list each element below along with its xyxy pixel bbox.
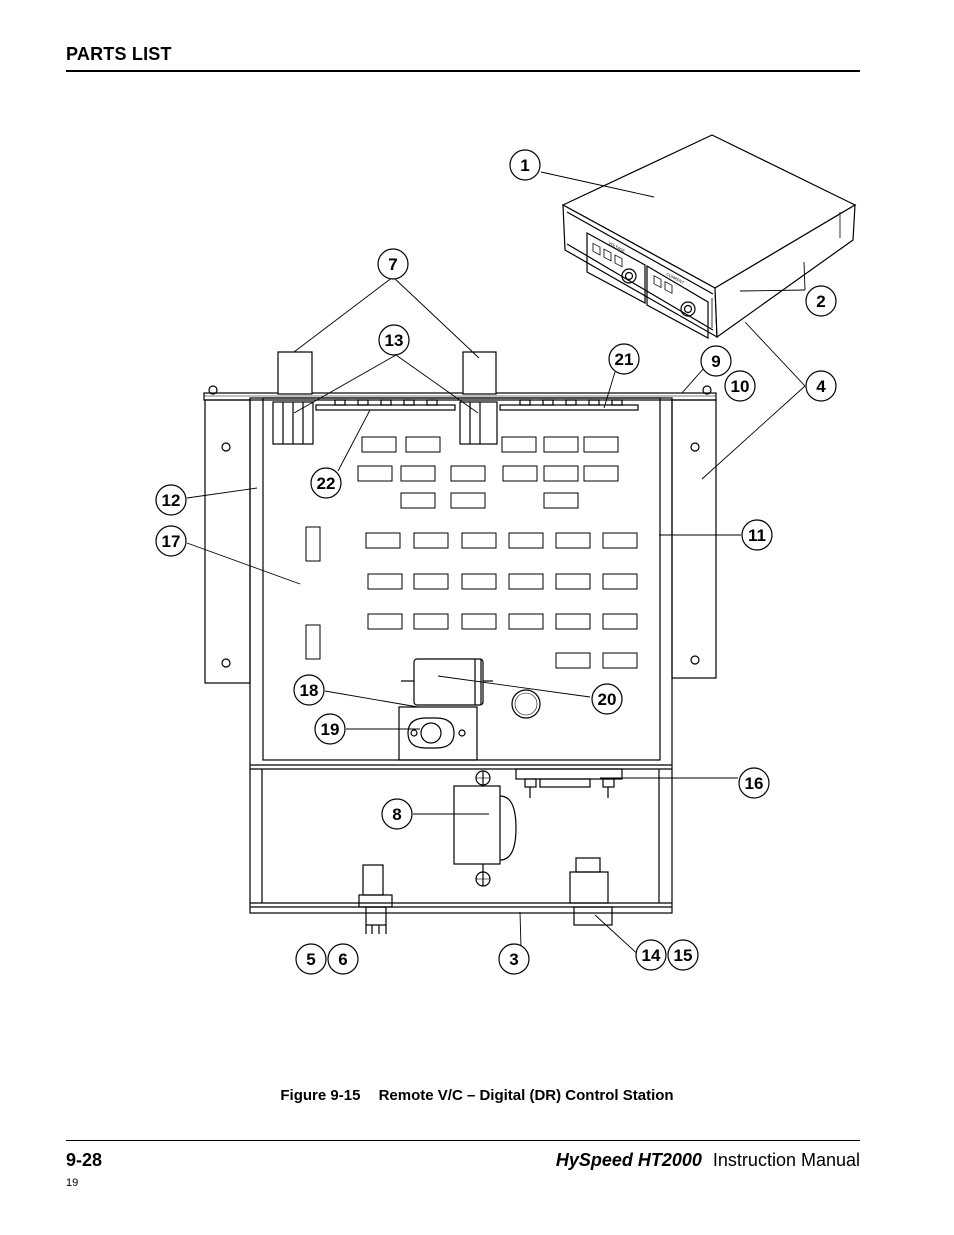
manual-brand: HySpeed HT2000 [555,1150,702,1170]
round-component [511,689,541,719]
transformer [453,770,517,887]
board-strip-right [499,399,639,411]
svg-text:10: 10 [731,377,750,396]
callout-8: 8 [381,798,413,830]
svg-text:17: 17 [162,532,181,551]
callout-9: 9 [700,345,732,377]
footer-rule [66,1140,860,1141]
circular-connector [569,857,613,926]
page-number: 9-28 [66,1150,103,1170]
callout-2: 2 [805,285,837,317]
svg-text:8: 8 [392,805,401,824]
svg-text:7: 7 [388,255,397,274]
svg-text:15: 15 [674,946,693,965]
connector-left [277,351,313,395]
callout-19: 19 [314,713,346,745]
callout-14: 14 [635,939,667,971]
dsub-connector [515,768,623,798]
leader-lines [186,171,806,969]
callout-18: 18 [293,674,325,706]
callout-15: 15 [667,939,699,971]
callout-22: 22 [310,467,342,499]
svg-text:2: 2 [816,292,825,311]
callout-1: 1 [509,149,541,181]
svg-text:4: 4 [816,377,826,396]
callout-12: 12 [155,484,187,516]
svg-text:6: 6 [338,950,347,969]
small-page-code: 19 [66,1177,79,1189]
figure-number: Figure 9-15 [280,1087,361,1104]
header-title: PARTS LIST [66,44,172,64]
integrated-circuits [305,436,638,669]
right-flange [671,399,717,679]
left-flange [204,399,251,684]
figure-caption: Figure 9-15 Remote V/C – Digital (DR) Co… [0,1087,954,1104]
manual-label: Instruction Manual [712,1150,860,1170]
callout-3: 3 [498,943,530,975]
svg-text:9: 9 [711,352,720,371]
callout-5: 5 [295,943,327,975]
callout-4: 4 [805,370,837,402]
terminal-block-left [272,401,314,445]
svg-text:1: 1 [520,156,529,175]
svg-text:20: 20 [598,690,617,709]
svg-text:3: 3 [509,950,518,969]
svg-text:5: 5 [306,950,315,969]
header-rule [66,70,860,72]
board-strip-left [315,399,456,411]
svg-text:16: 16 [745,774,764,793]
callout-20: 20 [591,683,623,715]
callout-13: 13 [378,324,410,356]
callout-6: 6 [327,943,359,975]
svg-text:13: 13 [385,331,404,350]
connector-right [462,351,497,395]
svg-text:18: 18 [300,681,319,700]
callout-10: 10 [724,370,756,402]
manual-title: HySpeed HT2000 Instruction Manual [556,1150,860,1171]
svg-text:19: 19 [321,720,340,739]
bottom-connector [358,864,393,934]
svg-text:12: 12 [162,491,181,510]
terminal-block-right [459,401,498,445]
callout-21: 21 [608,343,640,375]
callout-11: 11 [741,519,773,551]
svg-text:22: 22 [317,474,336,493]
svg-text:11: 11 [748,526,766,545]
callout-16: 16 [738,767,770,799]
regulator [398,706,478,761]
enclosure-box [561,134,857,340]
callout-7: 7 [377,248,409,280]
svg-text:21: 21 [615,350,634,369]
figure-title: Remote V/C – Digital (DR) Control Statio… [378,1087,674,1104]
callout-17: 17 [155,525,187,557]
svg-text:14: 14 [642,946,661,965]
